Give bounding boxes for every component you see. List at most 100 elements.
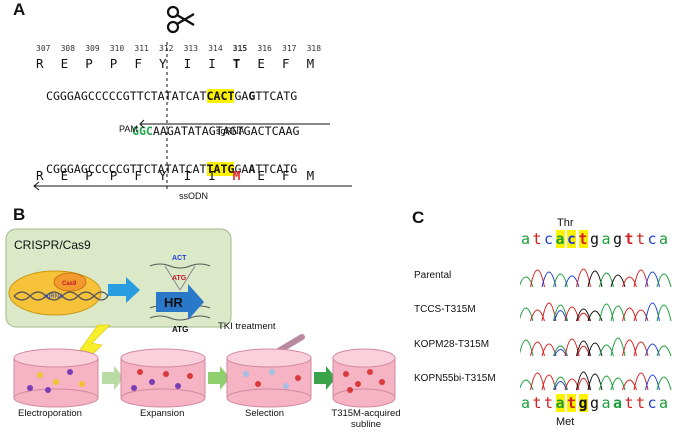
seq-bottom-codon: TATG — [206, 162, 235, 176]
seq-top-post: TTCATG — [255, 89, 298, 103]
dish-1 — [13, 348, 99, 408]
base-letter: g — [578, 394, 588, 412]
base-letter: c — [567, 230, 577, 248]
trace-peak — [656, 376, 672, 391]
panel-b-diagram: Cas9 sgRNA HR ACT ATG ATG — [5, 228, 396, 408]
base-letter: a — [521, 394, 531, 412]
dna-sequence-top: CGGGAGCCCCCGTTCTATATCATCACTGAGTTCATG — [32, 75, 297, 103]
pos-row-item: 313 — [183, 44, 199, 53]
aa-bottom-row-item: I — [183, 168, 192, 183]
step-t315m-line2: subline — [350, 419, 382, 430]
panel-a-lines — [33, 42, 352, 192]
base-letter: t — [624, 394, 634, 412]
dish-2 — [120, 348, 206, 408]
aa-bottom-row-item: E — [257, 168, 265, 183]
guide-sequence: AAGATATAGTAGTGACTCAAG — [152, 124, 300, 138]
aa-bottom-row-item: M — [306, 168, 315, 183]
pos-row-item: 312 — [159, 44, 174, 53]
thr-label: Thr — [557, 217, 574, 229]
hr-cross-2 — [179, 265, 196, 291]
pos-row-item: 309 — [85, 44, 100, 53]
atg-label: ATG — [172, 275, 187, 282]
pos-row-item: 310 — [109, 44, 125, 53]
base-letter: t — [544, 394, 554, 412]
base-letter: a — [601, 230, 611, 248]
process-arrow — [108, 277, 140, 303]
aa-top-row-item: P — [109, 56, 118, 71]
step-t315m-line1: T315M-acquired — [331, 408, 401, 419]
seq-top-mid: GA — [234, 89, 249, 103]
aa-bottom-row-item: R — [36, 168, 44, 183]
trace-peak — [520, 379, 534, 391]
trace-peak — [587, 310, 603, 322]
base-letter: t — [624, 230, 634, 248]
base-letter: a — [555, 230, 565, 248]
dish-3 — [226, 348, 312, 408]
chromatograms — [520, 268, 672, 391]
trace-peak — [530, 309, 545, 322]
aa-bottom-row-item: F — [282, 168, 290, 183]
aa-top-row-item: I — [208, 56, 216, 71]
step-arrow-2 — [208, 366, 230, 390]
aa-bottom-row-item: E — [60, 168, 69, 183]
pos-row-item: 318 — [306, 44, 322, 53]
seq-bottom-bold: A — [248, 162, 256, 176]
ssodn-arrowhead — [33, 181, 40, 191]
seq-bottom-post: TTCATG — [255, 162, 298, 176]
base-letter: a — [659, 230, 669, 248]
base-letter: a — [555, 394, 565, 412]
trace-peak — [656, 304, 672, 322]
sample-kopm28: KOPM28-T315M — [414, 339, 490, 350]
tki-label: TKI treatment — [218, 321, 276, 332]
base-letter: c — [647, 394, 657, 412]
seq-top-pre: CGGGAGCCCCCGTTCTATATCAT — [45, 89, 207, 103]
trace-peak — [520, 276, 534, 288]
trace-peak — [564, 275, 580, 288]
base-letter: t — [532, 394, 542, 412]
aa-top-row-item: I — [183, 56, 192, 71]
sgrna-sequence: GGCAAGATATAGTAGTGACTCAAG — [118, 110, 300, 138]
base-letter: t — [578, 230, 588, 248]
atg-bottom-label: ATG — [172, 325, 188, 334]
aa-bottom-row-item: Y — [159, 168, 167, 183]
base-letter: c — [647, 230, 657, 248]
pos-row-item: 316 — [257, 44, 272, 53]
base-letter: t — [636, 230, 646, 248]
base-letter: g — [590, 394, 600, 412]
step-expansion: Expansion — [140, 408, 185, 419]
step-arrow-3 — [314, 366, 336, 390]
dna-helix-left-b — [13, 291, 109, 301]
base-letter: t — [567, 394, 577, 412]
pam-label: PAM — [119, 124, 138, 134]
pos-row-item: 315 — [232, 44, 248, 53]
pos-row-item: 307 — [36, 44, 51, 53]
hr-strand-bot — [149, 315, 211, 321]
cas9-label: Cas9 — [62, 281, 77, 287]
aa-bottom-row-item: I — [208, 168, 216, 183]
trace-peak — [633, 309, 649, 322]
aa-top-row-item: F — [282, 56, 290, 71]
base-letter: a — [613, 394, 623, 412]
step-electroporation: Electroporation — [18, 408, 82, 419]
trace-peak — [656, 345, 672, 357]
crispr-title: CRISPR/Cas9 — [14, 238, 91, 252]
aa-bottom-row-item: M — [232, 168, 241, 183]
step-t315m-acquired: T315M-acquired subline — [328, 408, 404, 430]
seq-top-codon: CACT — [206, 89, 235, 103]
cas9-shape — [53, 272, 87, 292]
aa-top-row-item: M — [306, 56, 315, 71]
sample-tccs: TCCS-T315M — [414, 304, 476, 315]
panel-b-letter: B — [13, 205, 26, 224]
pam-sequence: GGC — [131, 124, 153, 138]
trace-peak — [553, 345, 568, 357]
aa-top-row-item: E — [60, 56, 69, 71]
sample-kopn55bi: KOPN55bi-T315M — [414, 373, 496, 384]
pos-row-item: 311 — [134, 44, 149, 53]
act-label: ACT — [172, 255, 187, 262]
hr-strand-top — [149, 263, 211, 269]
